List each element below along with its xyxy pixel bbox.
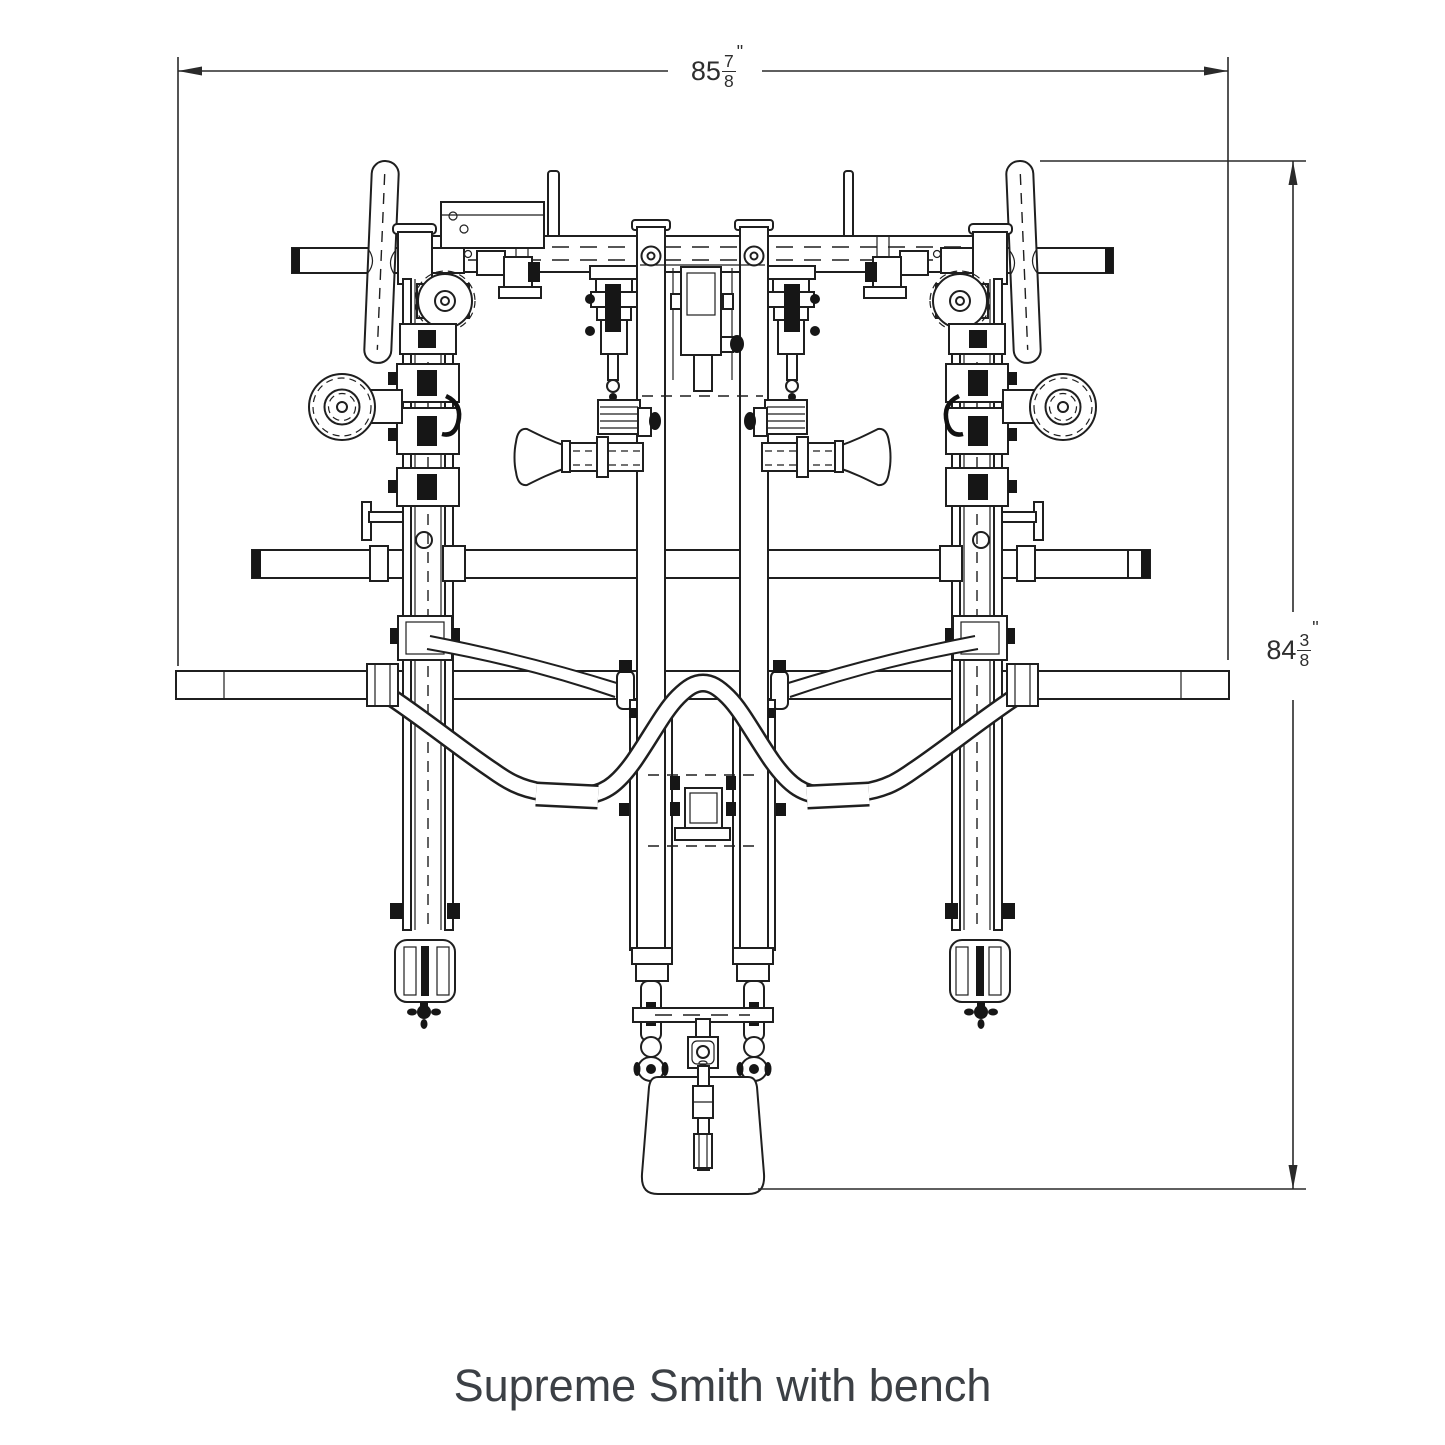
weight-horn (308, 373, 403, 441)
rail-ring (415, 531, 433, 549)
rail-foot (390, 903, 460, 1029)
machine-right-half (733, 161, 1113, 1081)
j-hook (441, 393, 462, 437)
width-unit: " (736, 42, 744, 62)
ribbed-pad (597, 399, 641, 435)
height-unit: " (1312, 618, 1319, 638)
right-antenna-bar (843, 170, 854, 242)
rear-bar-collar-outer (442, 545, 466, 582)
seat-swivel (687, 1036, 719, 1069)
dimension-annotations (177, 57, 1306, 1190)
height-fraction: 3 8 (1297, 629, 1312, 670)
motor-housing-box (440, 201, 545, 249)
beam-hardware (476, 250, 542, 299)
height-dimension (758, 160, 1306, 1190)
rear-bar-collar-inner (369, 545, 389, 582)
width-dimension (177, 57, 1229, 666)
cable-pulley (414, 270, 476, 332)
t-peg-stem (368, 511, 404, 523)
bench-connector-plate (648, 774, 757, 847)
smith-bar-collars (366, 663, 1039, 707)
bar-carriage (390, 615, 460, 661)
machine-left-half (291, 160, 673, 1082)
width-fraction: 7 8 (721, 50, 736, 91)
curved-arm (426, 635, 621, 698)
diagram-caption: Supreme Smith with bench (453, 1360, 992, 1411)
bench-seat (632, 1007, 774, 1195)
width-dimension-label: 85 7 8 " (650, 40, 784, 102)
width-whole: 85 (690, 55, 721, 86)
seat-post (692, 1065, 714, 1171)
seat-back-bracket (640, 264, 765, 397)
trumpet-handle (513, 399, 661, 487)
central-upright (629, 219, 673, 951)
height-whole: 84 (1266, 634, 1297, 665)
bar-catch-handle (363, 160, 400, 364)
rail-clamps (388, 323, 462, 507)
height-dimension-label: 84 3 8 " (1226, 616, 1359, 684)
corner-post (397, 231, 433, 285)
machine-drawing (175, 160, 1230, 1195)
latch-assembly (585, 265, 639, 401)
cambered-handle-bar (376, 673, 1030, 810)
left-antenna-bar (547, 170, 560, 240)
trumpet-bell (513, 427, 567, 487)
